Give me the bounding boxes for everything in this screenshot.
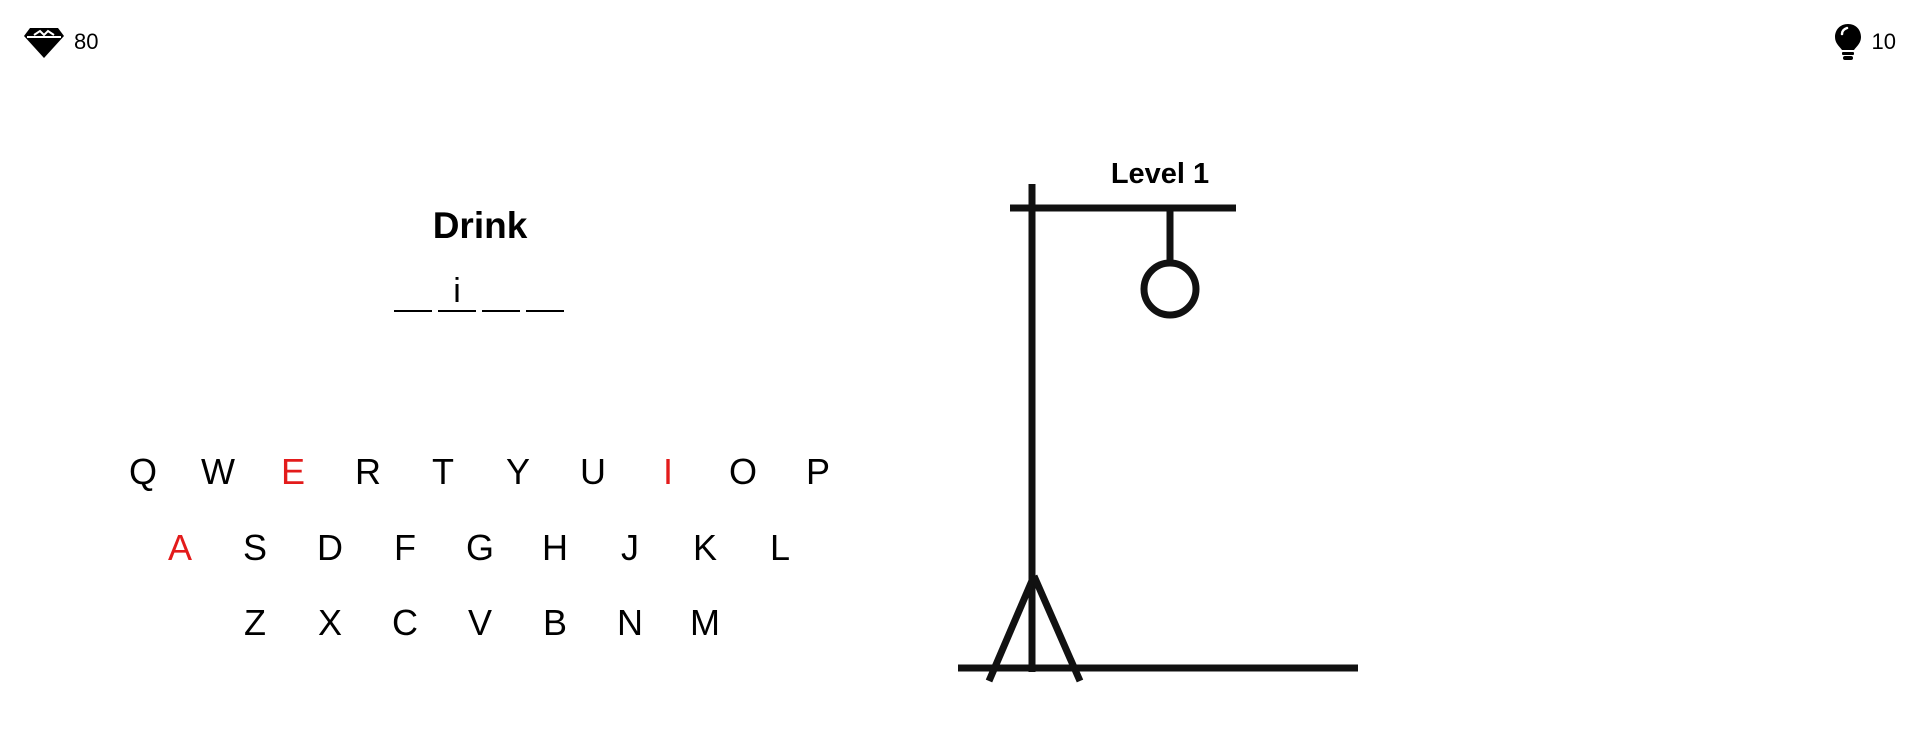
key-s[interactable]: S — [242, 527, 267, 568]
gallows-stand-right — [1030, 574, 1084, 683]
key-x[interactable]: X — [317, 602, 342, 643]
lightbulb-icon[interactable] — [1834, 22, 1862, 62]
letter-slot — [394, 272, 432, 312]
key-m[interactable]: M — [690, 602, 720, 643]
key-f[interactable]: F — [394, 527, 416, 568]
level-label: Level 1 — [1110, 158, 1210, 190]
key-z[interactable]: Z — [244, 602, 266, 643]
hangman-head — [1140, 259, 1200, 319]
letter-keyboard: Q W E R T Y U I O P A S D F G H J K L Z X C V B N M — [0, 0, 900, 741]
key-g[interactable]: G — [465, 527, 494, 568]
key-l[interactable]: L — [769, 527, 791, 568]
gallows-stand-left — [985, 574, 1038, 683]
key-h[interactable]: H — [542, 527, 568, 568]
key-j[interactable]: J — [621, 527, 639, 568]
letter-slot — [526, 272, 564, 312]
hangman-drawing — [958, 184, 1358, 683]
diamond-icon — [24, 24, 64, 60]
key-o[interactable]: O — [728, 451, 757, 492]
key-i[interactable]: I — [662, 451, 673, 492]
key-b[interactable]: B — [542, 602, 567, 643]
key-y[interactable]: Y — [505, 451, 530, 492]
hint-counter[interactable]: 10 — [1834, 22, 1896, 62]
key-v[interactable]: V — [467, 602, 492, 643]
key-w[interactable]: W — [201, 451, 235, 492]
gem-counter: 80 — [24, 22, 98, 62]
letter-slot: i — [438, 272, 476, 312]
key-p[interactable]: P — [805, 451, 830, 492]
letter-slot — [482, 272, 520, 312]
key-e[interactable]: E — [280, 451, 305, 492]
gem-count: 80 — [74, 29, 99, 54]
category-title: Drink — [432, 205, 528, 246]
word-slots: i — [394, 272, 564, 312]
key-d[interactable]: D — [317, 527, 343, 568]
key-r[interactable]: R — [355, 451, 381, 492]
key-a[interactable]: A — [167, 527, 192, 568]
key-c[interactable]: C — [392, 602, 418, 643]
key-u[interactable]: U — [580, 451, 606, 492]
key-n[interactable]: N — [617, 602, 643, 643]
key-t[interactable]: T — [432, 451, 454, 492]
key-k[interactable]: K — [692, 527, 717, 568]
hint-count: 10 — [1871, 29, 1896, 54]
key-q[interactable]: Q — [128, 451, 157, 492]
